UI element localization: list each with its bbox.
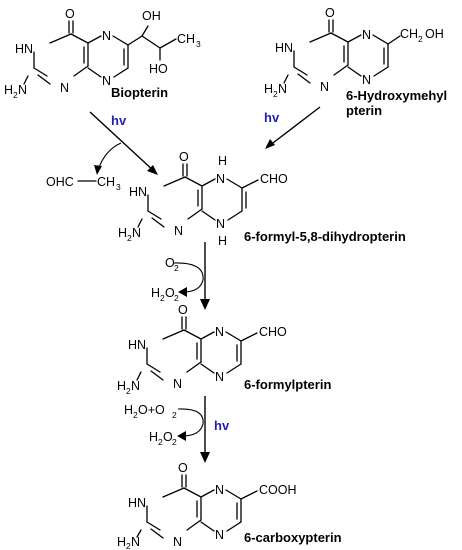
amine-sub: 2 <box>13 90 18 100</box>
acetaldehyde-sub: 3 <box>116 182 121 192</box>
hv-label: hv <box>214 418 230 433</box>
atom-N: N <box>362 73 371 87</box>
acetaldehyde-ohc: OHC <box>46 175 74 189</box>
h2o-sub: 2 <box>133 410 138 420</box>
h2o2-O: O <box>165 286 175 300</box>
step2-arrow: O 2 H 2 O 2 <box>151 242 210 310</box>
amine-sub: 2 <box>127 233 132 243</box>
atom-N: N <box>173 535 182 549</box>
atom-HN: HN <box>128 496 146 510</box>
formyl-group: CHO <box>260 172 288 186</box>
atom-N: N <box>215 325 224 339</box>
hv-label: hv <box>111 113 127 128</box>
atom-HO: HO <box>149 62 168 76</box>
amine-sub: 2 <box>126 386 131 396</box>
atom-N: N <box>215 370 224 384</box>
h2o2-sub1: 2 <box>158 437 163 447</box>
atom-O: O <box>178 303 188 317</box>
o2-O: O <box>165 256 175 270</box>
amine-N: N <box>18 83 27 97</box>
atom-O: O <box>325 6 335 20</box>
amine-N: N <box>132 226 141 240</box>
h2o2-H: H <box>151 286 160 300</box>
amine-sub: 2 <box>273 89 278 99</box>
atom-N: N <box>102 74 111 88</box>
biopterin-structure: O HN N H 2 N N N OH HO CH 3 Biopterin <box>4 7 201 100</box>
h2o2-sub1: 2 <box>160 293 165 303</box>
methyl-sub: 3 <box>196 39 201 49</box>
atom-HN: HN <box>129 185 147 199</box>
h2o2-sub2: 2 <box>174 293 179 303</box>
label-hydroxymethyl-2: pterin <box>346 103 382 118</box>
h2o2-sub2: 2 <box>172 437 177 447</box>
dihydropterin-structure: O HN N H 2 N N H N H CHO 6-formyl-5,8-di… <box>118 150 406 248</box>
amine-H: H <box>118 226 127 240</box>
methyl-C: CH <box>177 32 195 46</box>
label-formylpterin: 6-formylpterin <box>244 377 331 392</box>
label-dihydropterin: 6-formyl-5,8-dihydropterin <box>244 229 406 244</box>
hv-label: hv <box>264 110 280 125</box>
amine-sub: 2 <box>126 541 131 550</box>
formylpterin-structure: O HN N H 2 N N N CHO 6-formylpterin <box>117 303 331 396</box>
atom-N: N <box>102 29 111 43</box>
atom-HN: HN <box>128 338 146 352</box>
atom-H: H <box>218 234 227 248</box>
acetaldehyde-ch: CH <box>97 175 115 189</box>
amine-H: H <box>264 82 273 96</box>
amine-N: N <box>278 82 287 96</box>
atom-N: N <box>173 377 182 391</box>
formyl-group: CHO <box>259 325 287 339</box>
amine-H: H <box>117 535 126 549</box>
atom-N: N <box>320 80 329 94</box>
h2o-H: H <box>124 403 133 417</box>
atom-N: N <box>60 81 69 95</box>
label-hydroxymethyl-1: 6-Hydroxymehyl <box>346 88 447 103</box>
amine-H: H <box>117 379 126 393</box>
amine-N: N <box>131 535 140 549</box>
atom-N: N <box>215 483 224 497</box>
atom-N: N <box>215 528 224 542</box>
step1-arrows: hv OHC CH 3 hv <box>46 106 321 192</box>
atom-HN: HN <box>275 41 293 55</box>
o2-sub: 2 <box>172 410 177 420</box>
carboxypterin-structure: O HN N H 2 N N N COOH 6-carboxypterin <box>117 461 342 550</box>
step3-arrow: H 2 O+O 2 H 2 O 2 hv <box>124 396 230 463</box>
amine-N: N <box>131 379 140 393</box>
label-biopterin: Biopterin <box>111 85 168 100</box>
amine-H: H <box>4 83 13 97</box>
hydroxymethylpterin-structure: O HN N H 2 N N N CH 2 OH 6-Hydroxymehyl … <box>264 6 447 118</box>
ch2-C: CH <box>400 27 418 41</box>
atom-N: N <box>362 28 371 42</box>
carboxyl-group: COOH <box>259 483 297 497</box>
atom-H: H <box>218 154 227 168</box>
atom-OH: OH <box>142 9 161 23</box>
atom-O: O <box>179 150 189 164</box>
ch2-OH: OH <box>425 27 444 41</box>
atom-O: O <box>178 461 188 475</box>
atom-HN: HN <box>15 42 33 56</box>
atom-N: N <box>216 172 225 186</box>
h2o2-H: H <box>149 430 158 444</box>
o2-sub: 2 <box>174 263 179 273</box>
atom-N: N <box>174 224 183 238</box>
atom-O: O <box>65 7 75 21</box>
label-carboxypterin: 6-carboxypterin <box>244 530 342 545</box>
atom-N: N <box>216 217 225 231</box>
h2o2-O: O <box>163 430 173 444</box>
h2o-plus-o2: O+O <box>138 403 165 417</box>
ch2-sub: 2 <box>418 34 423 44</box>
